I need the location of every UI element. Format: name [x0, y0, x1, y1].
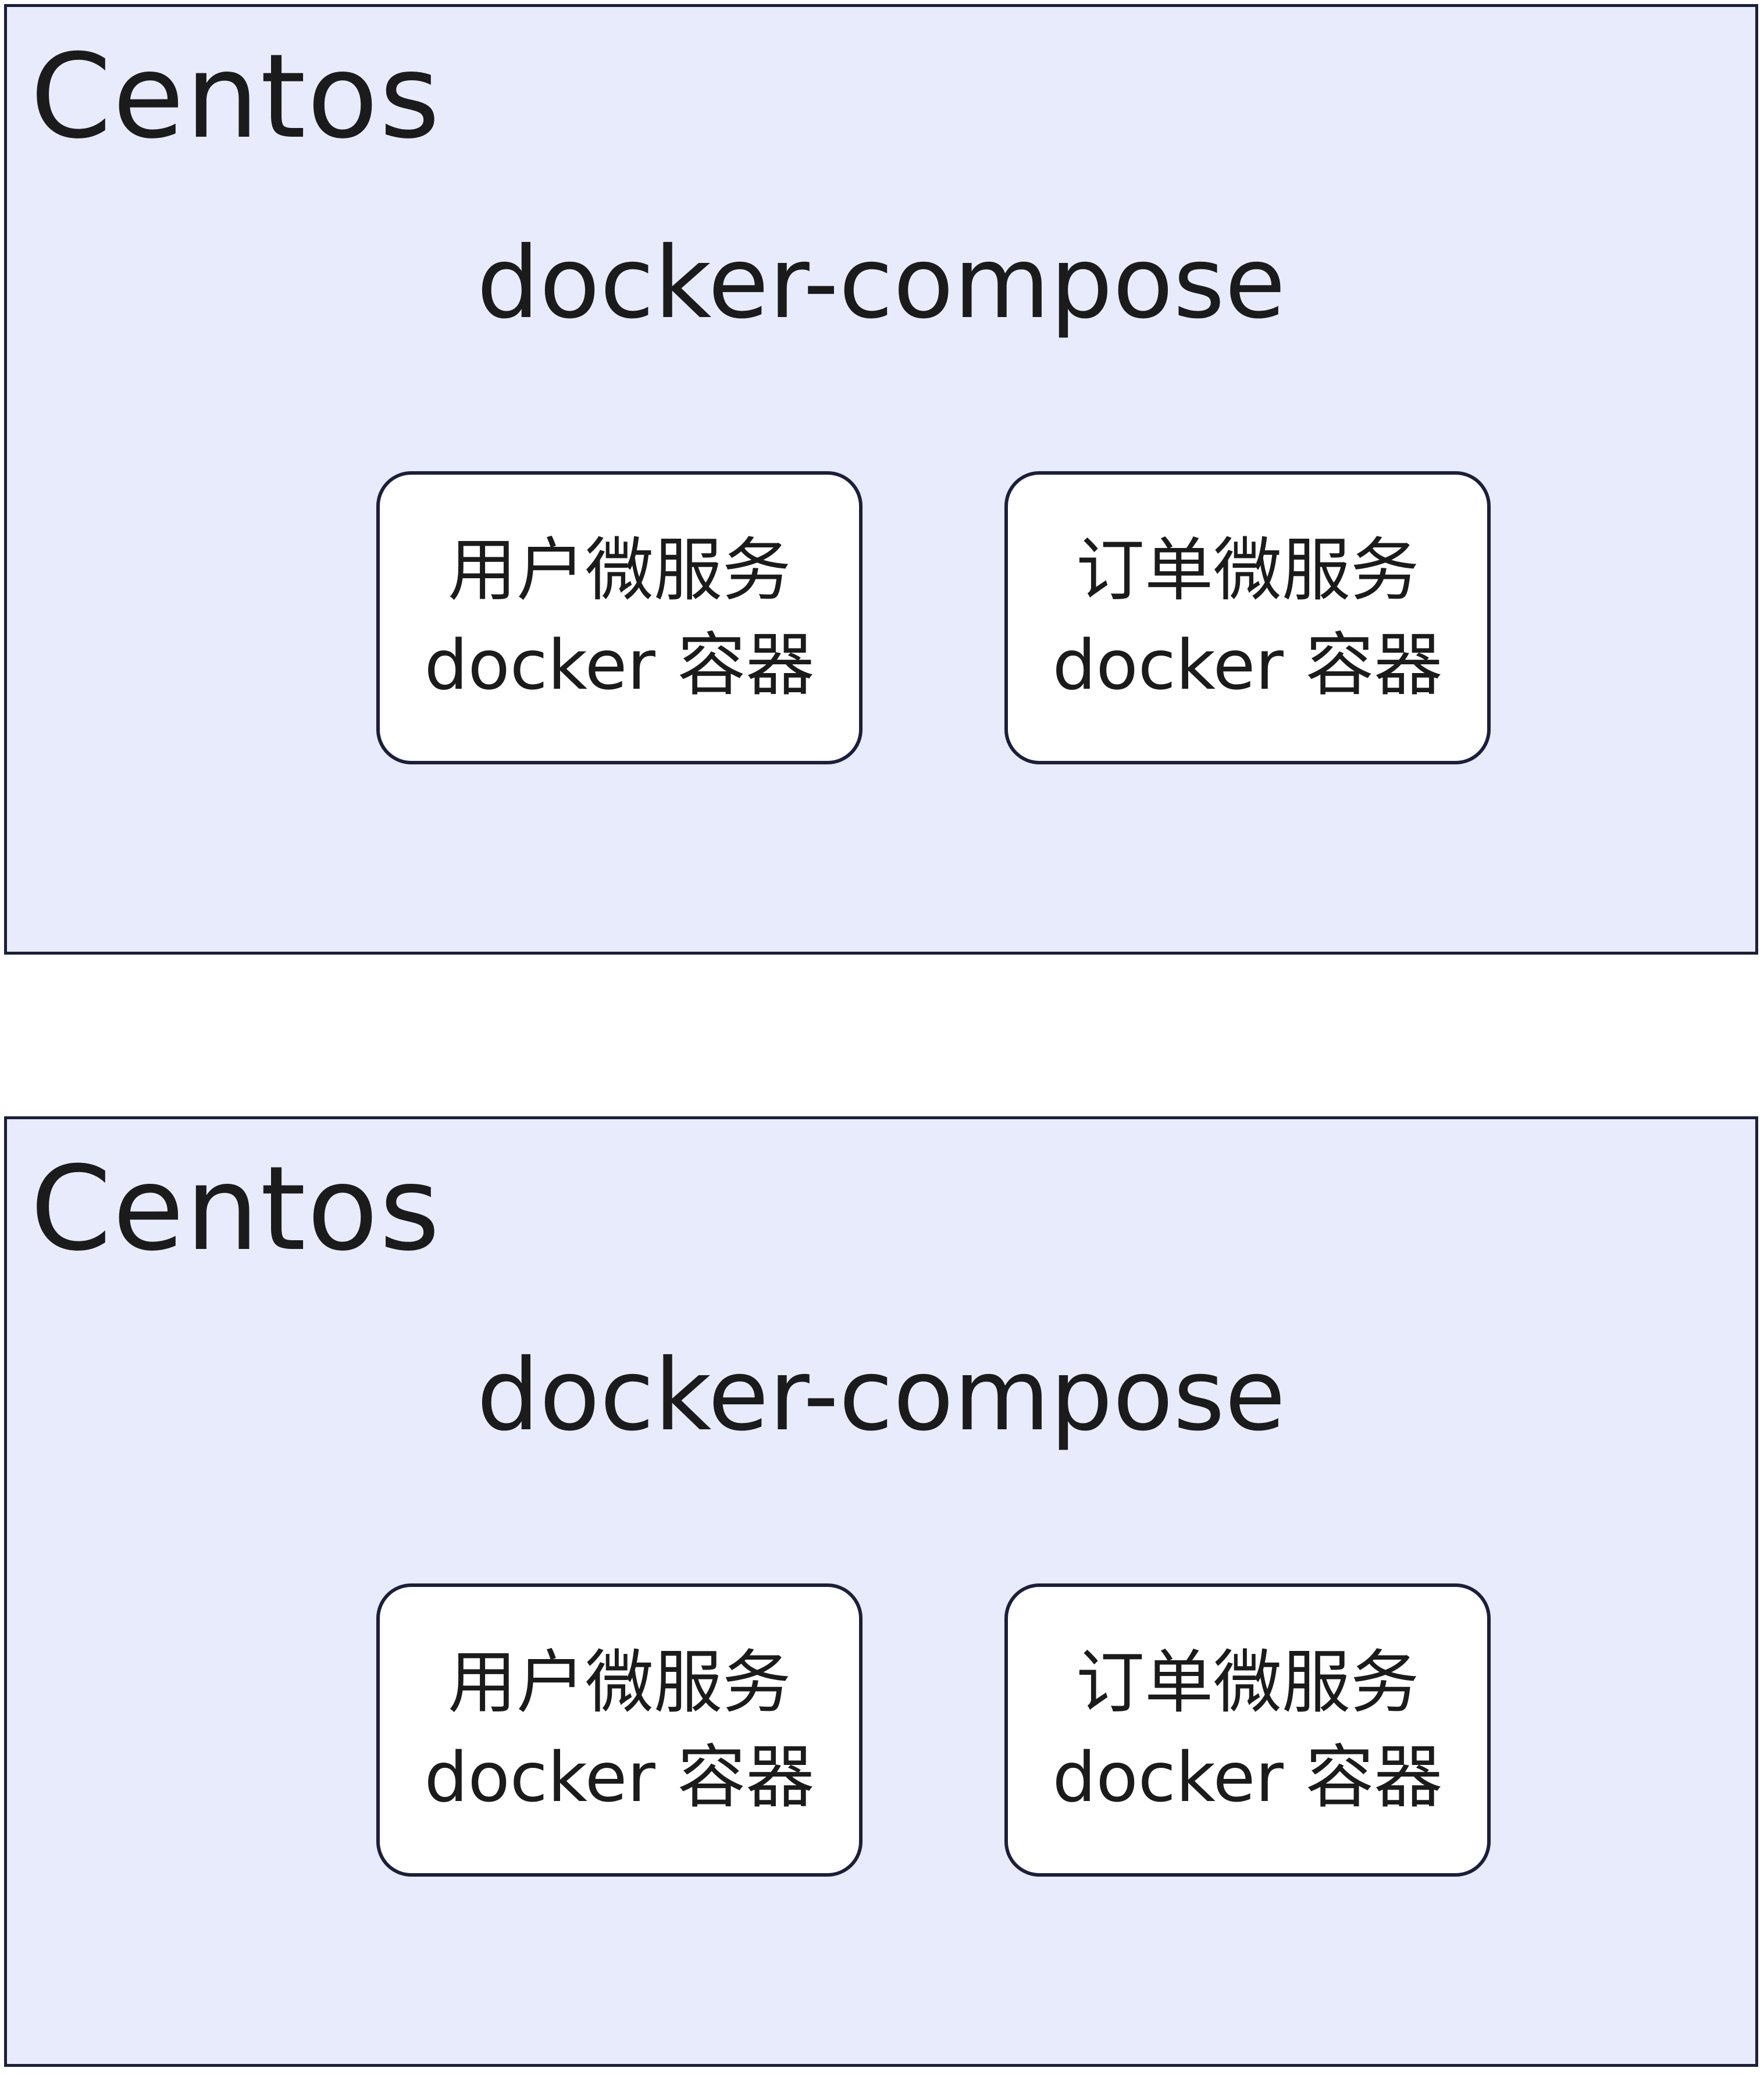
host-title: Centos	[30, 29, 441, 165]
container-type-label: docker 容器	[1052, 1737, 1443, 1817]
order-service-container: 订单微服务 docker 容器	[1004, 471, 1491, 764]
host-title: Centos	[30, 1141, 441, 1277]
user-service-container: 用户微服务 docker 容器	[376, 471, 863, 764]
docker-compose-label: docker-compose	[476, 1338, 1286, 1453]
container-service-name: 用户微服务	[447, 1642, 791, 1723]
docker-compose-label: docker-compose	[476, 226, 1286, 341]
container-type-label: docker 容器	[1052, 625, 1443, 705]
centos-host-1: Centos docker-compose 用户微服务 docker 容器 订单…	[4, 4, 1758, 955]
container-service-name: 用户微服务	[447, 530, 791, 611]
order-service-container: 订单微服务 docker 容器	[1004, 1583, 1491, 1877]
container-service-name: 订单微服务	[1075, 530, 1419, 611]
user-service-container: 用户微服务 docker 容器	[376, 1583, 863, 1877]
container-service-name: 订单微服务	[1075, 1642, 1419, 1723]
centos-host-2: Centos docker-compose 用户微服务 docker 容器 订单…	[4, 1116, 1758, 2067]
container-type-label: docker 容器	[424, 625, 815, 705]
container-type-label: docker 容器	[424, 1737, 815, 1817]
